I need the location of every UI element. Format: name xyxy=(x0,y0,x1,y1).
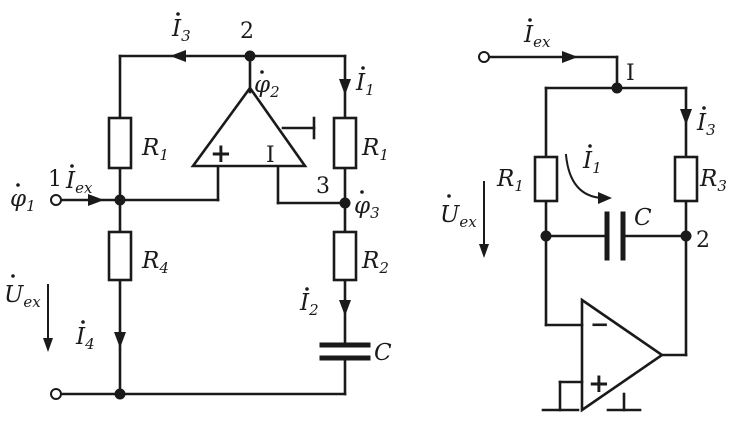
arrow-uex-right xyxy=(479,181,489,258)
arrow-uex-left xyxy=(43,284,53,352)
label-phi1: φ1 xyxy=(10,186,36,215)
right-resistor-r1 xyxy=(533,155,559,203)
label-r1-left: R1 xyxy=(141,135,169,164)
label-i1-right: I1 xyxy=(582,148,602,177)
label-i4: I4 xyxy=(75,324,95,353)
right-node-2 xyxy=(680,230,692,242)
left-wires xyxy=(59,54,347,396)
left-labels: I3 2 φ2 I1 R1 R1 1 Iex φ1 3 φ3 R4 R2 Uex… xyxy=(4,12,392,366)
right-opamp xyxy=(580,297,665,413)
arrow-i1-left xyxy=(339,79,351,95)
label-i3-left: I3 xyxy=(171,16,191,45)
right-capacitor xyxy=(604,211,626,261)
node-label-1-right: I xyxy=(626,61,635,86)
right-labels: Iex I I3 I1 R1 R3 Uex C 2 xyxy=(440,18,727,253)
right-opamp-plus: + xyxy=(588,369,610,399)
right-input-terminal xyxy=(478,51,490,63)
node-label-2-left: 2 xyxy=(240,19,254,44)
arrow-iex-left xyxy=(88,194,104,206)
arrow-i4 xyxy=(114,332,126,348)
arrow-i3-left xyxy=(170,50,186,62)
label-r1-right: R1 xyxy=(361,135,389,164)
right-opamp-minus: − xyxy=(590,311,609,338)
left-opamp-minus: I xyxy=(266,143,275,168)
label-i3-right: I3 xyxy=(696,110,716,139)
label-phi3: φ3 xyxy=(354,193,380,222)
right-circuit: − + Iex I I3 xyxy=(440,18,727,413)
left-resistor-r2 xyxy=(332,230,358,282)
left-resistor-r4 xyxy=(107,230,133,282)
label-r2: R2 xyxy=(361,248,389,277)
label-r1-right: R1 xyxy=(496,166,524,195)
arrow-i1-right xyxy=(564,153,612,204)
left-ground-terminal xyxy=(50,388,62,400)
label-c-right: C xyxy=(634,205,652,231)
label-r3: R3 xyxy=(699,166,727,195)
arrow-iex-right xyxy=(562,51,578,63)
label-i2: I2 xyxy=(299,290,319,319)
left-node-1 xyxy=(114,194,126,206)
left-input-terminal xyxy=(50,194,62,206)
label-iex-right: Iex xyxy=(523,22,551,51)
node-label-3-left: 3 xyxy=(316,174,330,199)
left-circuit: + I I3 2 φ2 xyxy=(4,12,392,400)
arrow-i2 xyxy=(339,300,351,316)
left-opamp xyxy=(190,85,308,168)
label-uex-right: Uex xyxy=(440,202,477,231)
left-node-2 xyxy=(244,50,256,62)
right-node-left xyxy=(540,230,552,242)
left-capacitor xyxy=(319,342,371,361)
label-iex-left: Iex xyxy=(65,168,93,197)
label-r4: R4 xyxy=(141,248,169,277)
node-label-2-right: 2 xyxy=(696,228,710,253)
right-resistor-r1 xyxy=(332,116,358,170)
left-resistor-r1 xyxy=(107,116,133,170)
label-i1-left: I1 xyxy=(355,70,375,99)
right-node-1 xyxy=(611,82,623,94)
left-node-3 xyxy=(339,197,351,209)
label-c-left: C xyxy=(374,340,392,366)
right-wires xyxy=(487,55,688,412)
left-opamp-plus: + xyxy=(210,139,232,169)
node-label-1-left: 1 xyxy=(48,167,62,192)
left-node-ground xyxy=(114,388,126,400)
right-resistor-r3 xyxy=(673,155,699,203)
arrow-i3-right xyxy=(680,109,692,125)
label-phi2: φ2 xyxy=(254,72,280,101)
label-uex-left: Uex xyxy=(4,282,41,311)
